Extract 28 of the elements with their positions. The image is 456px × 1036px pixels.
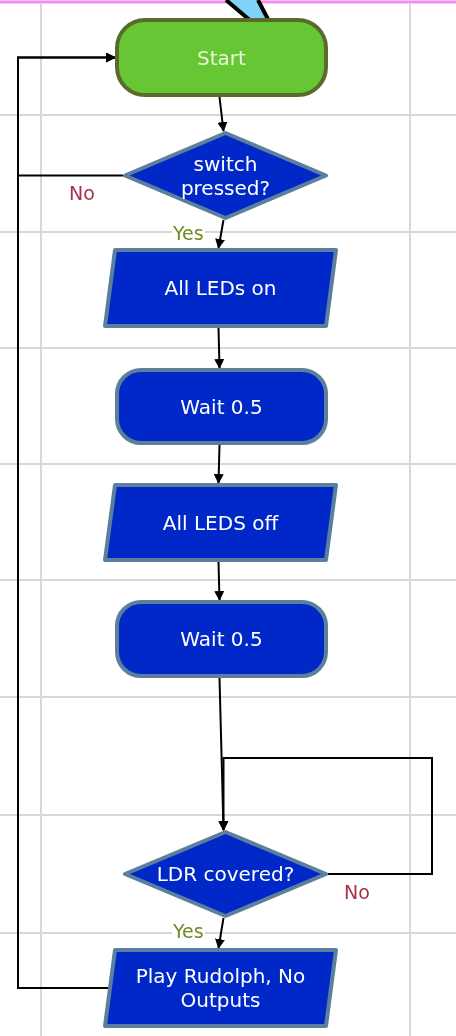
process-box bbox=[115, 368, 328, 445]
io-parallelogram bbox=[103, 483, 338, 562]
node-label: Play Rudolph, No Outputs bbox=[134, 964, 307, 1012]
terminator-box bbox=[115, 18, 328, 97]
arrow bbox=[215, 219, 225, 249]
edge-label: No bbox=[343, 883, 371, 902]
edge-label: Yes bbox=[172, 922, 205, 941]
arrow bbox=[215, 917, 225, 949]
decision-diamond bbox=[123, 131, 328, 220]
arrow bbox=[217, 96, 228, 132]
node-label: Wait 0.5 bbox=[180, 394, 263, 419]
node-label: Start bbox=[197, 45, 246, 70]
io-parallelogram bbox=[103, 248, 338, 328]
arrow bbox=[214, 561, 225, 601]
node-label: LDR covered? bbox=[156, 862, 295, 886]
edge-label: Yes bbox=[172, 224, 205, 243]
node-label: Wait 0.5 bbox=[180, 627, 263, 651]
arrow bbox=[17, 52, 116, 989]
decision-diamond bbox=[123, 830, 328, 918]
process-box bbox=[115, 600, 328, 678]
node-label: All LEDS off bbox=[162, 510, 279, 535]
edge-label: No bbox=[68, 184, 96, 203]
arrow bbox=[218, 757, 433, 875]
arrow bbox=[214, 327, 225, 369]
node-label: switch pressed? bbox=[179, 151, 272, 200]
io-parallelogram bbox=[103, 948, 338, 1028]
arrow bbox=[213, 444, 224, 484]
node-label: All LEDs on bbox=[164, 276, 277, 300]
